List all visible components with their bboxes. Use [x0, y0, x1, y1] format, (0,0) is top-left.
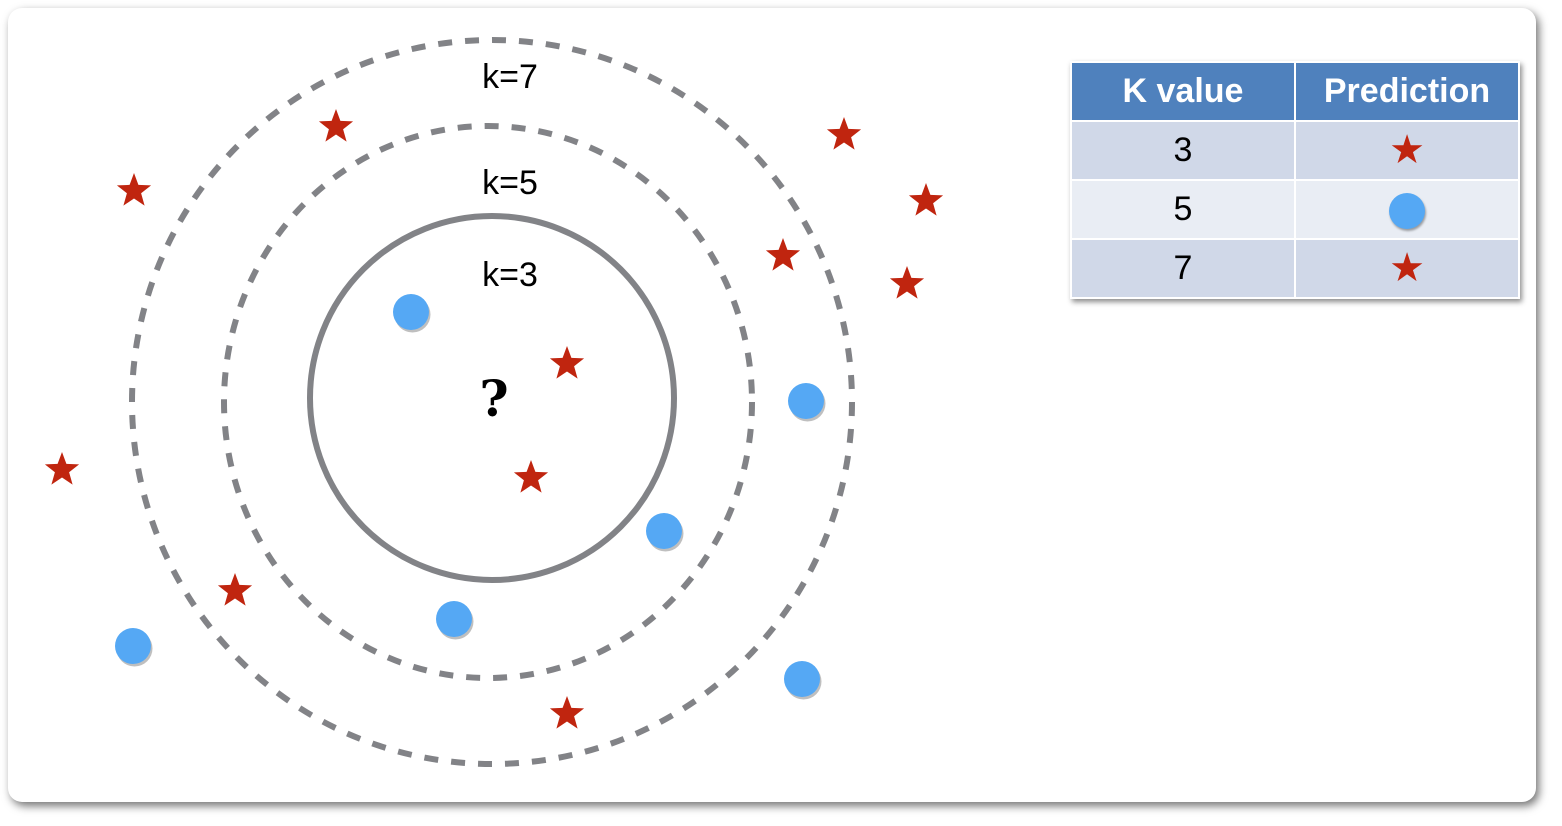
ring-k5	[221, 123, 755, 681]
k-prediction-table: K value Prediction 3 ★ 5 7 ★	[1070, 61, 1520, 299]
prediction-cell	[1294, 179, 1520, 240]
table-row: 5	[1070, 179, 1520, 240]
table-header-row: K value Prediction	[1070, 61, 1520, 122]
circle-point	[393, 294, 429, 330]
knn-diagram: ? k=7 k=5 k=3	[44, 37, 944, 767]
prediction-cell: ★	[1294, 120, 1520, 181]
star-point	[116, 173, 152, 206]
star-icon: ★	[1389, 245, 1425, 290]
ring-label-k3: k=3	[482, 256, 538, 294]
table-row: 3 ★	[1070, 120, 1520, 181]
ring-label-k5: k=5	[482, 164, 538, 202]
circle-point	[115, 628, 151, 664]
k-value-cell: 5	[1070, 179, 1296, 240]
circle-point	[788, 383, 824, 419]
star-point	[318, 109, 354, 142]
circle-point	[646, 513, 682, 549]
star-point	[765, 238, 801, 271]
table-row: 7 ★	[1070, 238, 1520, 299]
k-value-cell: 7	[1070, 238, 1296, 299]
ring-k7	[129, 37, 855, 767]
star-point	[217, 573, 253, 606]
star-point	[549, 346, 585, 379]
ring-k3	[307, 213, 677, 583]
k-value-cell: 3	[1070, 120, 1296, 181]
circle-point	[784, 661, 820, 697]
circle-icon	[1389, 193, 1425, 229]
header-k-value: K value	[1070, 61, 1296, 122]
ring-label-k7: k=7	[482, 58, 538, 96]
star-point	[826, 117, 862, 150]
query-point-label: ?	[479, 369, 508, 428]
star-point	[513, 460, 549, 493]
star-point	[44, 452, 80, 485]
star-point	[889, 266, 925, 299]
diagram-card: ? k=7 k=5 k=3 K value Prediction 3 ★ 5	[8, 8, 1536, 802]
circle-point	[436, 601, 472, 637]
star-point	[549, 696, 585, 729]
star-icon: ★	[1389, 127, 1425, 172]
prediction-cell: ★	[1294, 238, 1520, 299]
header-prediction: Prediction	[1294, 61, 1520, 122]
star-point	[908, 183, 944, 216]
